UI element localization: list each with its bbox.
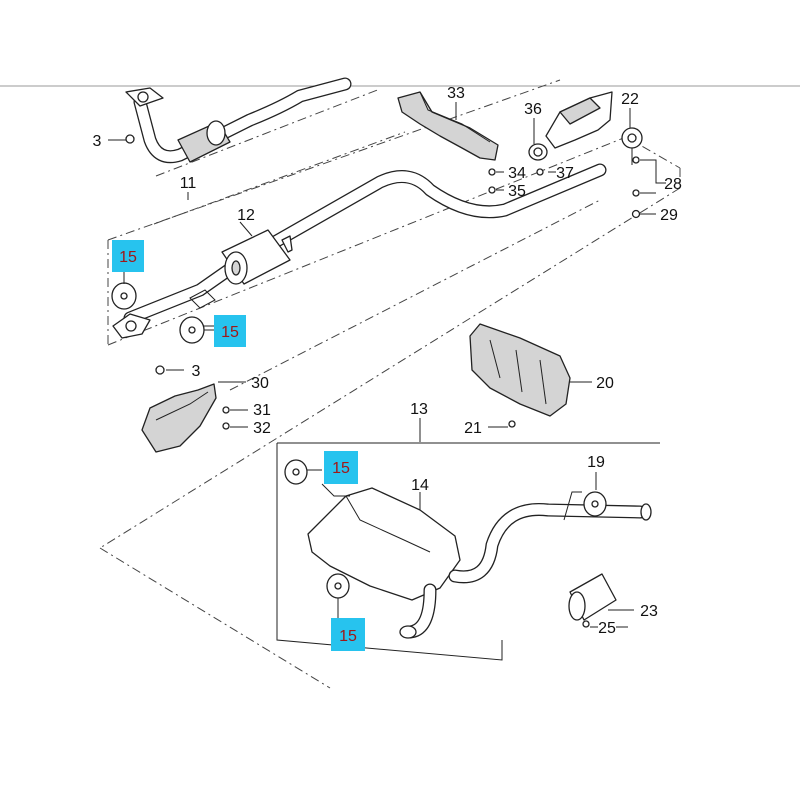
part-labels: 3 11 12 3 30 31 32 33 34 35 36 37 22 28 … [93,85,682,637]
rear-muffler-assembly-13 [276,442,660,661]
heat-shield-36 [545,91,613,149]
label-15: 15 [221,324,239,341]
label-33: 33 [447,85,465,102]
intermediate-pipe-12 [112,163,607,339]
label-25: 25 [598,620,616,637]
label-34: 34 [508,165,526,182]
fasteners-top [125,134,641,375]
heat-shield-33 [397,91,499,161]
hanger-22 [621,127,643,165]
label-20: 20 [596,375,614,392]
label-15: 15 [119,249,137,266]
label-19: 19 [587,454,605,471]
front-pipe-assembly [125,77,352,164]
callout-15-lower-top: 15 [324,451,358,484]
callout-15-upper-left: 15 [112,240,144,272]
label-15: 15 [339,628,357,645]
label-14: 14 [411,477,429,494]
label-3: 3 [93,133,102,150]
label-32: 32 [253,420,271,437]
heat-shield-20 [469,323,571,428]
label-11: 11 [180,175,197,192]
rubber-mount-15-lower [284,459,607,599]
label-36: 36 [524,101,542,118]
tailpipe-trim-23 [568,573,617,628]
label-12: 12 [237,207,255,224]
label-37: 37 [556,165,574,182]
label-13: 13 [410,401,428,418]
clamp-34-36 [528,143,548,161]
label-22: 22 [621,91,639,108]
callout-15-upper-right: 15 [214,315,246,347]
label-30: 30 [251,375,269,392]
label-35: 35 [508,183,526,200]
label-15: 15 [332,460,350,477]
label-31: 31 [253,402,271,419]
frame-lines [99,79,681,689]
callout-15-lower-bottom: 15 [331,618,365,651]
leader-lines [108,102,666,628]
label-28: 28 [664,176,682,193]
heat-shield-30 [141,383,230,453]
label-29: 29 [660,207,678,224]
label-23: 23 [640,603,658,620]
label-21: 21 [464,420,482,437]
label-3: 3 [192,363,201,380]
